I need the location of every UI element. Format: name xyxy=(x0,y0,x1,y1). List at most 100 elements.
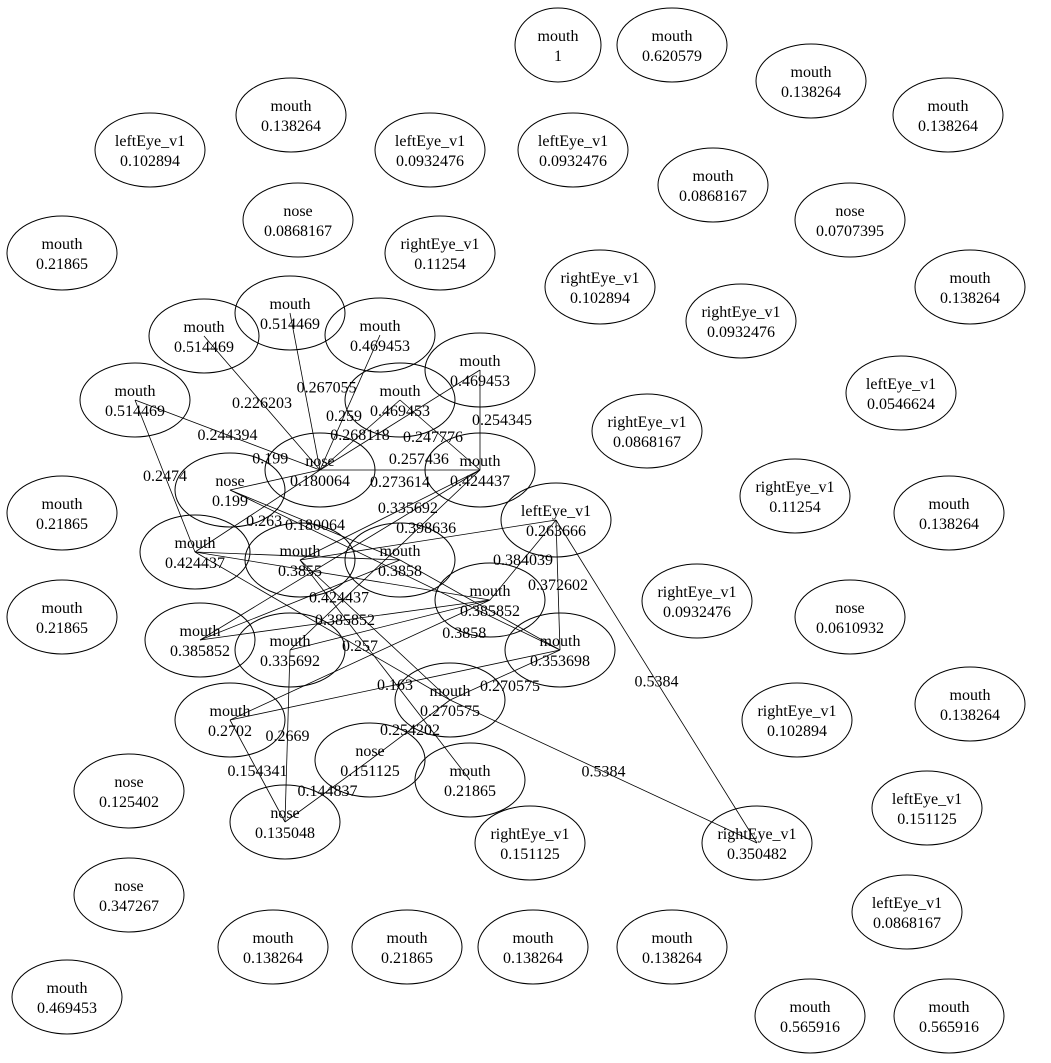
node-value: 0.21865 xyxy=(381,950,433,967)
node-name: mouth xyxy=(47,980,88,997)
graph-node: leftEye_v10.0932476 xyxy=(517,112,629,188)
node-value: 0.0932476 xyxy=(396,153,464,170)
node-value: 0.263666 xyxy=(526,523,586,540)
edge-line xyxy=(289,312,321,471)
graph-node: rightEye_v10.0932476 xyxy=(641,563,753,639)
node-value: 0.424437 xyxy=(165,555,225,572)
graph-edge xyxy=(299,469,481,561)
node-value: 0.125402 xyxy=(99,794,159,811)
node-value: 0.0932476 xyxy=(707,324,775,341)
node-value: 0.138264 xyxy=(642,950,702,967)
edge-weight-label: 0.257 xyxy=(342,638,378,655)
graph-edge xyxy=(229,489,561,651)
node-ellipse xyxy=(892,77,1004,153)
node-name: mouth xyxy=(929,496,970,513)
edge-weight-label: 0.259 xyxy=(326,408,362,425)
edge-weight-label: 0.144837 xyxy=(298,783,358,800)
node-name: nose xyxy=(114,878,143,895)
graph-edge xyxy=(449,649,561,701)
node-value: 0.11254 xyxy=(414,256,465,273)
edge-weight-label: 0.199 xyxy=(252,451,288,468)
graph-node: mouth 0.514469 xyxy=(79,362,191,438)
node-name: mouth xyxy=(790,999,831,1016)
node-name: nose xyxy=(114,774,143,791)
node-value: 0.11254 xyxy=(769,499,820,516)
node-ellipse xyxy=(701,805,813,881)
node-value: 0.135048 xyxy=(255,825,315,842)
edge-weight-label: 0.257436 xyxy=(389,451,449,468)
node-name: mouth xyxy=(470,583,511,600)
node-name: mouth xyxy=(929,999,970,1016)
node-value: 0.21865 xyxy=(36,256,88,273)
graph-edge xyxy=(299,559,451,701)
graph-node: mouth 1 xyxy=(514,7,602,83)
node-name: mouth xyxy=(928,98,969,115)
node-ellipse xyxy=(94,112,206,188)
edge-weight-label: 0.2669 xyxy=(266,728,310,745)
node-value: 0.424437 xyxy=(450,473,510,490)
edge-line xyxy=(489,519,557,601)
node-ellipse xyxy=(517,112,629,188)
edges-layer xyxy=(134,312,758,844)
node-value: 0.21865 xyxy=(36,516,88,533)
node-ellipse xyxy=(6,215,118,291)
node-ellipse xyxy=(139,514,251,590)
edge-line xyxy=(229,489,561,651)
edge-weight-label: 0.226203 xyxy=(232,395,292,412)
graph-node: rightEye_v10.350482 xyxy=(701,805,813,881)
node-ellipse xyxy=(500,482,612,558)
node-value: 1 xyxy=(554,48,562,65)
node-name: mouth xyxy=(380,543,421,560)
node-name: nose xyxy=(270,805,299,822)
edge-line xyxy=(449,699,758,844)
node-ellipse xyxy=(893,978,1005,1054)
graph-edge xyxy=(199,559,401,641)
node-name: mouth xyxy=(42,600,83,617)
node-value: 0.469453 xyxy=(37,1000,97,1017)
node-ellipse xyxy=(434,562,546,638)
edge-line xyxy=(555,519,758,844)
nodes-layer: mouth1mouth0.620579mouth0.138264mouth0.1… xyxy=(6,7,1026,1054)
edge-line xyxy=(289,599,491,651)
edge-line xyxy=(284,759,371,823)
graph-edge xyxy=(284,759,371,823)
node-name: mouth xyxy=(540,633,581,650)
node-name: nose xyxy=(835,203,864,220)
node-ellipse xyxy=(6,579,118,655)
node-value: 0.469453 xyxy=(450,373,510,390)
graph-edge xyxy=(555,519,758,844)
node-name: leftEye_v1 xyxy=(395,133,465,150)
node-name: leftEye_v1 xyxy=(872,895,942,912)
node-value: 0.151125 xyxy=(340,763,399,780)
node-value: 0.270575 xyxy=(420,703,480,720)
node-value: 0.138264 xyxy=(918,118,978,135)
node-ellipse xyxy=(871,770,983,846)
node-name: rightEye_v1 xyxy=(755,479,834,496)
node-name: mouth xyxy=(652,930,693,947)
node-name: mouth xyxy=(42,496,83,513)
node-name: mouth xyxy=(115,383,156,400)
node-name: leftEye_v1 xyxy=(521,503,591,520)
node-ellipse xyxy=(794,182,906,258)
node-ellipse xyxy=(314,722,426,798)
node-ellipse xyxy=(414,742,526,818)
node-name: mouth xyxy=(280,543,321,560)
node-value: 0.514469 xyxy=(105,403,165,420)
node-ellipse xyxy=(641,563,753,639)
node-ellipse xyxy=(394,662,506,738)
node-name: mouth xyxy=(175,535,216,552)
node-name: mouth xyxy=(693,168,734,185)
edge-line xyxy=(319,369,481,471)
node-ellipse xyxy=(351,909,463,985)
edge-line xyxy=(134,399,321,471)
node-name: mouth xyxy=(538,28,579,45)
node-value: 0.514469 xyxy=(260,316,320,333)
edge-weight-label: 0.247776 xyxy=(403,429,463,446)
